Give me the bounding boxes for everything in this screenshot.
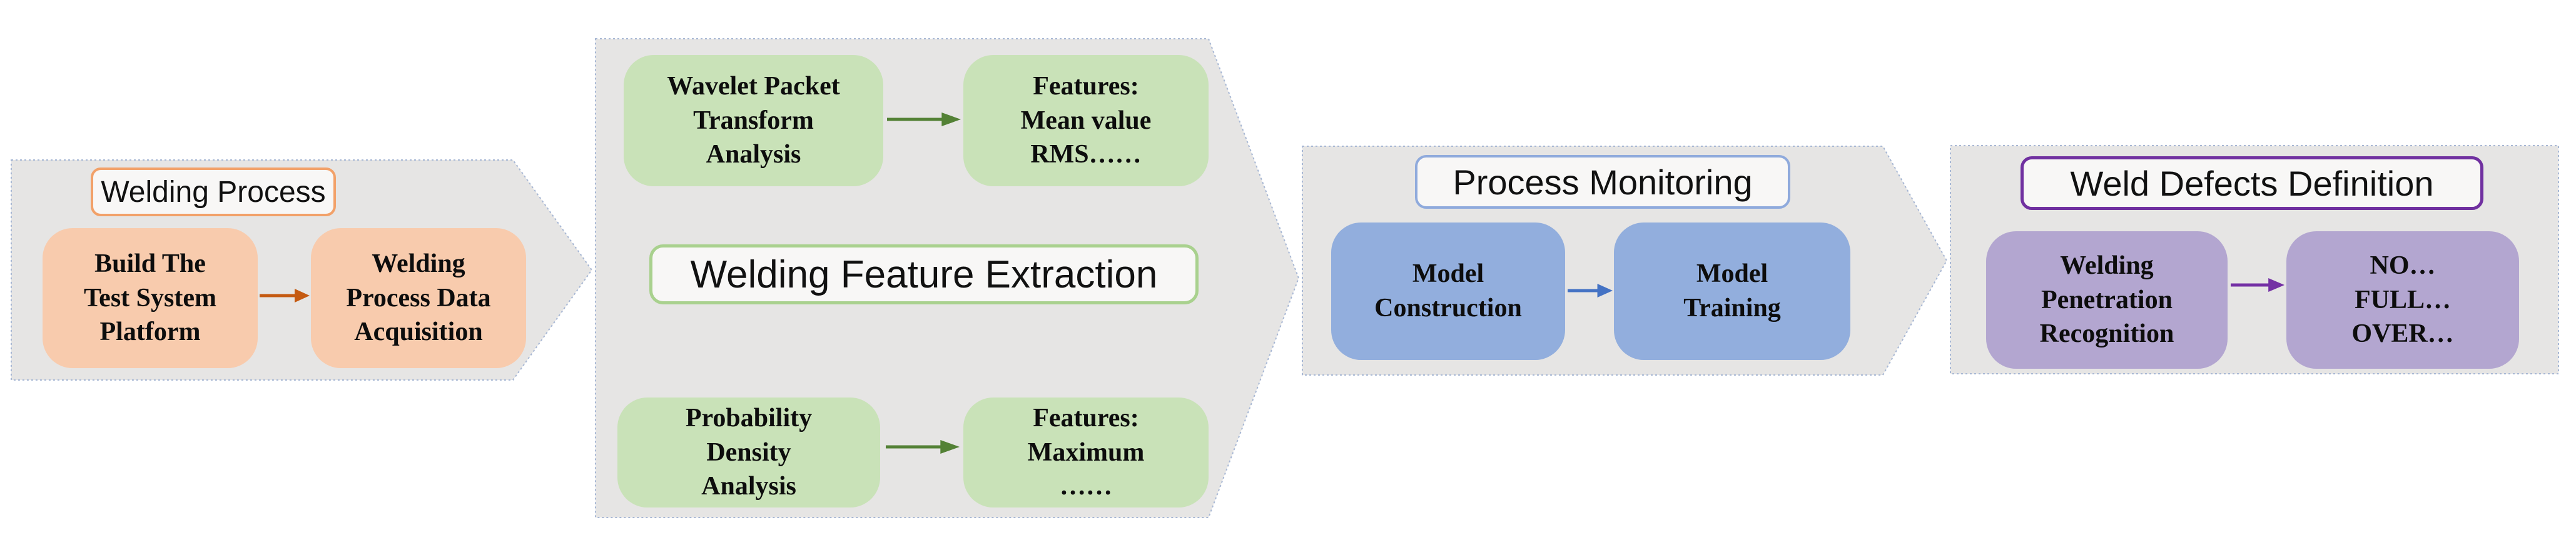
title-weld-defects-definition: Weld Defects Definition bbox=[2021, 156, 2483, 210]
title-welding-feature-extraction: Welding Feature Extraction bbox=[649, 244, 1199, 304]
arrow-platform-to-acquisition-icon bbox=[260, 286, 310, 305]
arrow-construction-to-training-icon bbox=[1568, 281, 1613, 300]
title-welding-process: Welding Process bbox=[91, 168, 336, 216]
arrow-probability-to-features-icon bbox=[886, 438, 960, 456]
arrow-recognition-to-results-icon bbox=[2231, 276, 2284, 294]
node-penetration-result-types: NO…FULL…OVER… bbox=[2286, 231, 2519, 369]
node-features-maximum: Features:Maximum…… bbox=[963, 398, 1209, 508]
arrow-wavelet-to-features-icon bbox=[887, 110, 961, 129]
title-process-monitoring: Process Monitoring bbox=[1415, 155, 1790, 209]
